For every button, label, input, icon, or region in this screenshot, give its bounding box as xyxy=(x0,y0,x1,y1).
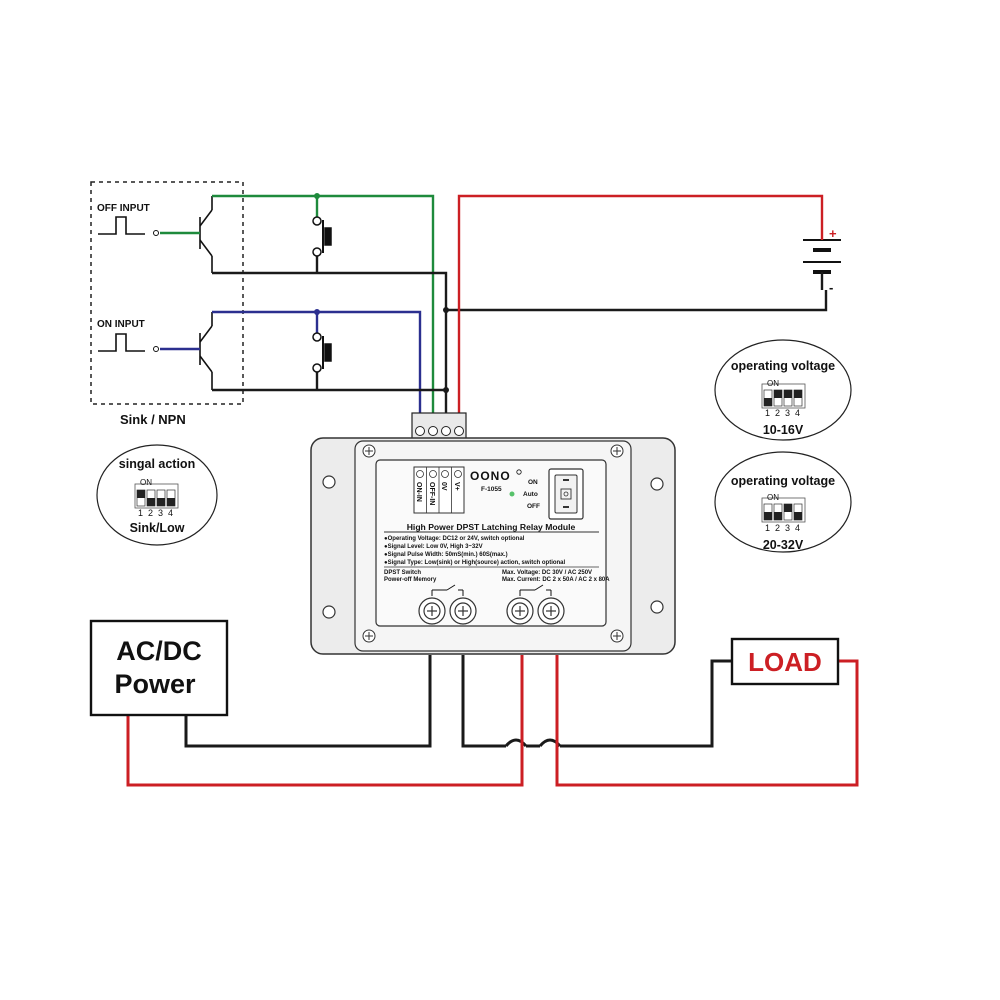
dip-number: 3 xyxy=(785,523,790,533)
voltage-dip-switch: ON 1 2 3 4 xyxy=(761,379,806,418)
dip-number: 2 xyxy=(775,523,780,533)
on-pushbutton-icon xyxy=(312,332,332,373)
module-note: Power-off Memory xyxy=(384,577,437,583)
power-box-line1: AC/DC xyxy=(116,636,202,666)
mounting-hole xyxy=(322,475,336,489)
on-pulse-icon xyxy=(98,333,145,352)
terminal-label-on-in: ON-IN xyxy=(415,482,422,502)
off-input-label: OFF INPUT xyxy=(97,203,150,214)
sink-npn-label: Sink / NPN xyxy=(120,412,186,427)
output-switch-symbol-2 xyxy=(519,584,552,596)
off-transistor-icon xyxy=(199,196,213,273)
status-led xyxy=(509,491,515,497)
battery-icon xyxy=(803,232,841,290)
signal-action-caption: Sink/Low xyxy=(130,521,185,535)
mounting-hole xyxy=(650,600,664,614)
switch-label-off: OFF xyxy=(527,503,540,510)
module-title: High Power DPST Latching Relay Module xyxy=(407,522,576,532)
spec-line: ●Operating Voltage: DC12 or 24V, switch … xyxy=(384,536,525,542)
dip-number: 1 xyxy=(138,508,143,518)
load-label: LOAD xyxy=(748,647,822,677)
junction-dot xyxy=(443,307,449,313)
battery-minus-label: - xyxy=(829,280,833,295)
voltage-dip-switch: ON 1 2 3 4 xyxy=(761,493,806,533)
face-terminal-strip: ON-IN OFF-IN 0V V+ xyxy=(413,466,465,514)
junction-dot xyxy=(443,387,449,393)
battery-plus-label: + xyxy=(829,226,837,241)
blue-wire xyxy=(160,310,422,416)
dip-number: 4 xyxy=(795,408,800,418)
voltage-bubble-caption: 10-16V xyxy=(763,423,804,437)
rocker-switch[interactable] xyxy=(548,468,584,520)
on-input-label: ON INPUT xyxy=(97,319,145,330)
voltage-bubble-title: operating voltage xyxy=(731,474,835,488)
black-ground-wire xyxy=(212,256,828,416)
corner-screw-icon xyxy=(362,444,624,643)
module-note: DPST Switch xyxy=(384,570,421,576)
dip-on-label: ON xyxy=(140,478,152,487)
junction-dot xyxy=(314,309,320,315)
dip-number: 1 xyxy=(765,408,770,418)
terminal-label-off-in: OFF-IN xyxy=(428,482,435,505)
signal-dip-switch: ON 1 2 3 4 xyxy=(134,478,179,518)
dip-number: 4 xyxy=(795,523,800,533)
junction-dot xyxy=(314,193,320,199)
output-switch-symbol-1 xyxy=(431,584,464,596)
module-rating: Max. Current: DC 2 x 50A / AC 2 x 80A xyxy=(502,577,610,583)
terminal-label-vplus: V+ xyxy=(453,482,460,491)
module-rating: Max. Voltage: DC 30V / AC 250V xyxy=(502,570,592,576)
dip-number: 1 xyxy=(765,523,770,533)
off-input-terminal xyxy=(153,230,159,236)
on-input-terminal xyxy=(153,346,159,352)
mounting-hole xyxy=(322,605,336,619)
dip-on-label: ON xyxy=(767,379,779,388)
green-wire xyxy=(160,194,435,416)
dip-number: 3 xyxy=(785,408,790,418)
voltage-bubble-caption: 20-32V xyxy=(763,538,804,552)
mounting-hole xyxy=(650,477,664,491)
voltage-bubble-title: operating voltage xyxy=(731,359,835,373)
dip-number: 3 xyxy=(158,508,163,518)
dip-number: 4 xyxy=(168,508,173,518)
input-terminal-block xyxy=(411,412,467,442)
red-supply-wire xyxy=(457,194,824,416)
dip-number: 2 xyxy=(775,408,780,418)
relay-module: ON-IN OFF-IN 0V V+ OONO F-1055 ON Auto O… xyxy=(310,437,676,655)
power-red-wire xyxy=(126,655,859,787)
power-box-line2: Power xyxy=(114,669,196,699)
model-number: F-1055 xyxy=(481,486,502,493)
ac-dc-power-box xyxy=(89,619,229,717)
switch-label-on: ON xyxy=(528,479,538,486)
off-pulse-icon xyxy=(98,216,145,235)
brand-logo: OONO xyxy=(470,469,511,483)
terminal-label-0v: 0V xyxy=(440,482,447,491)
spec-line: ●Signal Level: Low 0V, High 3~32V xyxy=(384,544,483,550)
load-box xyxy=(730,637,840,686)
dip-on-label: ON xyxy=(767,493,779,502)
power-black-wire xyxy=(184,655,732,748)
signal-action-title: singal action xyxy=(119,457,195,471)
input-dashed-box xyxy=(90,181,244,405)
brand-mark-icon xyxy=(516,469,522,475)
on-transistor-icon xyxy=(199,312,213,390)
dip-number: 2 xyxy=(148,508,153,518)
spec-line: ●Signal Pulse Width: 50mS(min.) 60S(max.… xyxy=(384,552,508,558)
off-pushbutton-icon xyxy=(312,216,332,257)
output-screw-terminals xyxy=(418,597,565,625)
switch-label-auto: Auto xyxy=(523,491,538,498)
spec-line: ●Signal Type: Low(sink) or High(source) … xyxy=(384,560,566,566)
